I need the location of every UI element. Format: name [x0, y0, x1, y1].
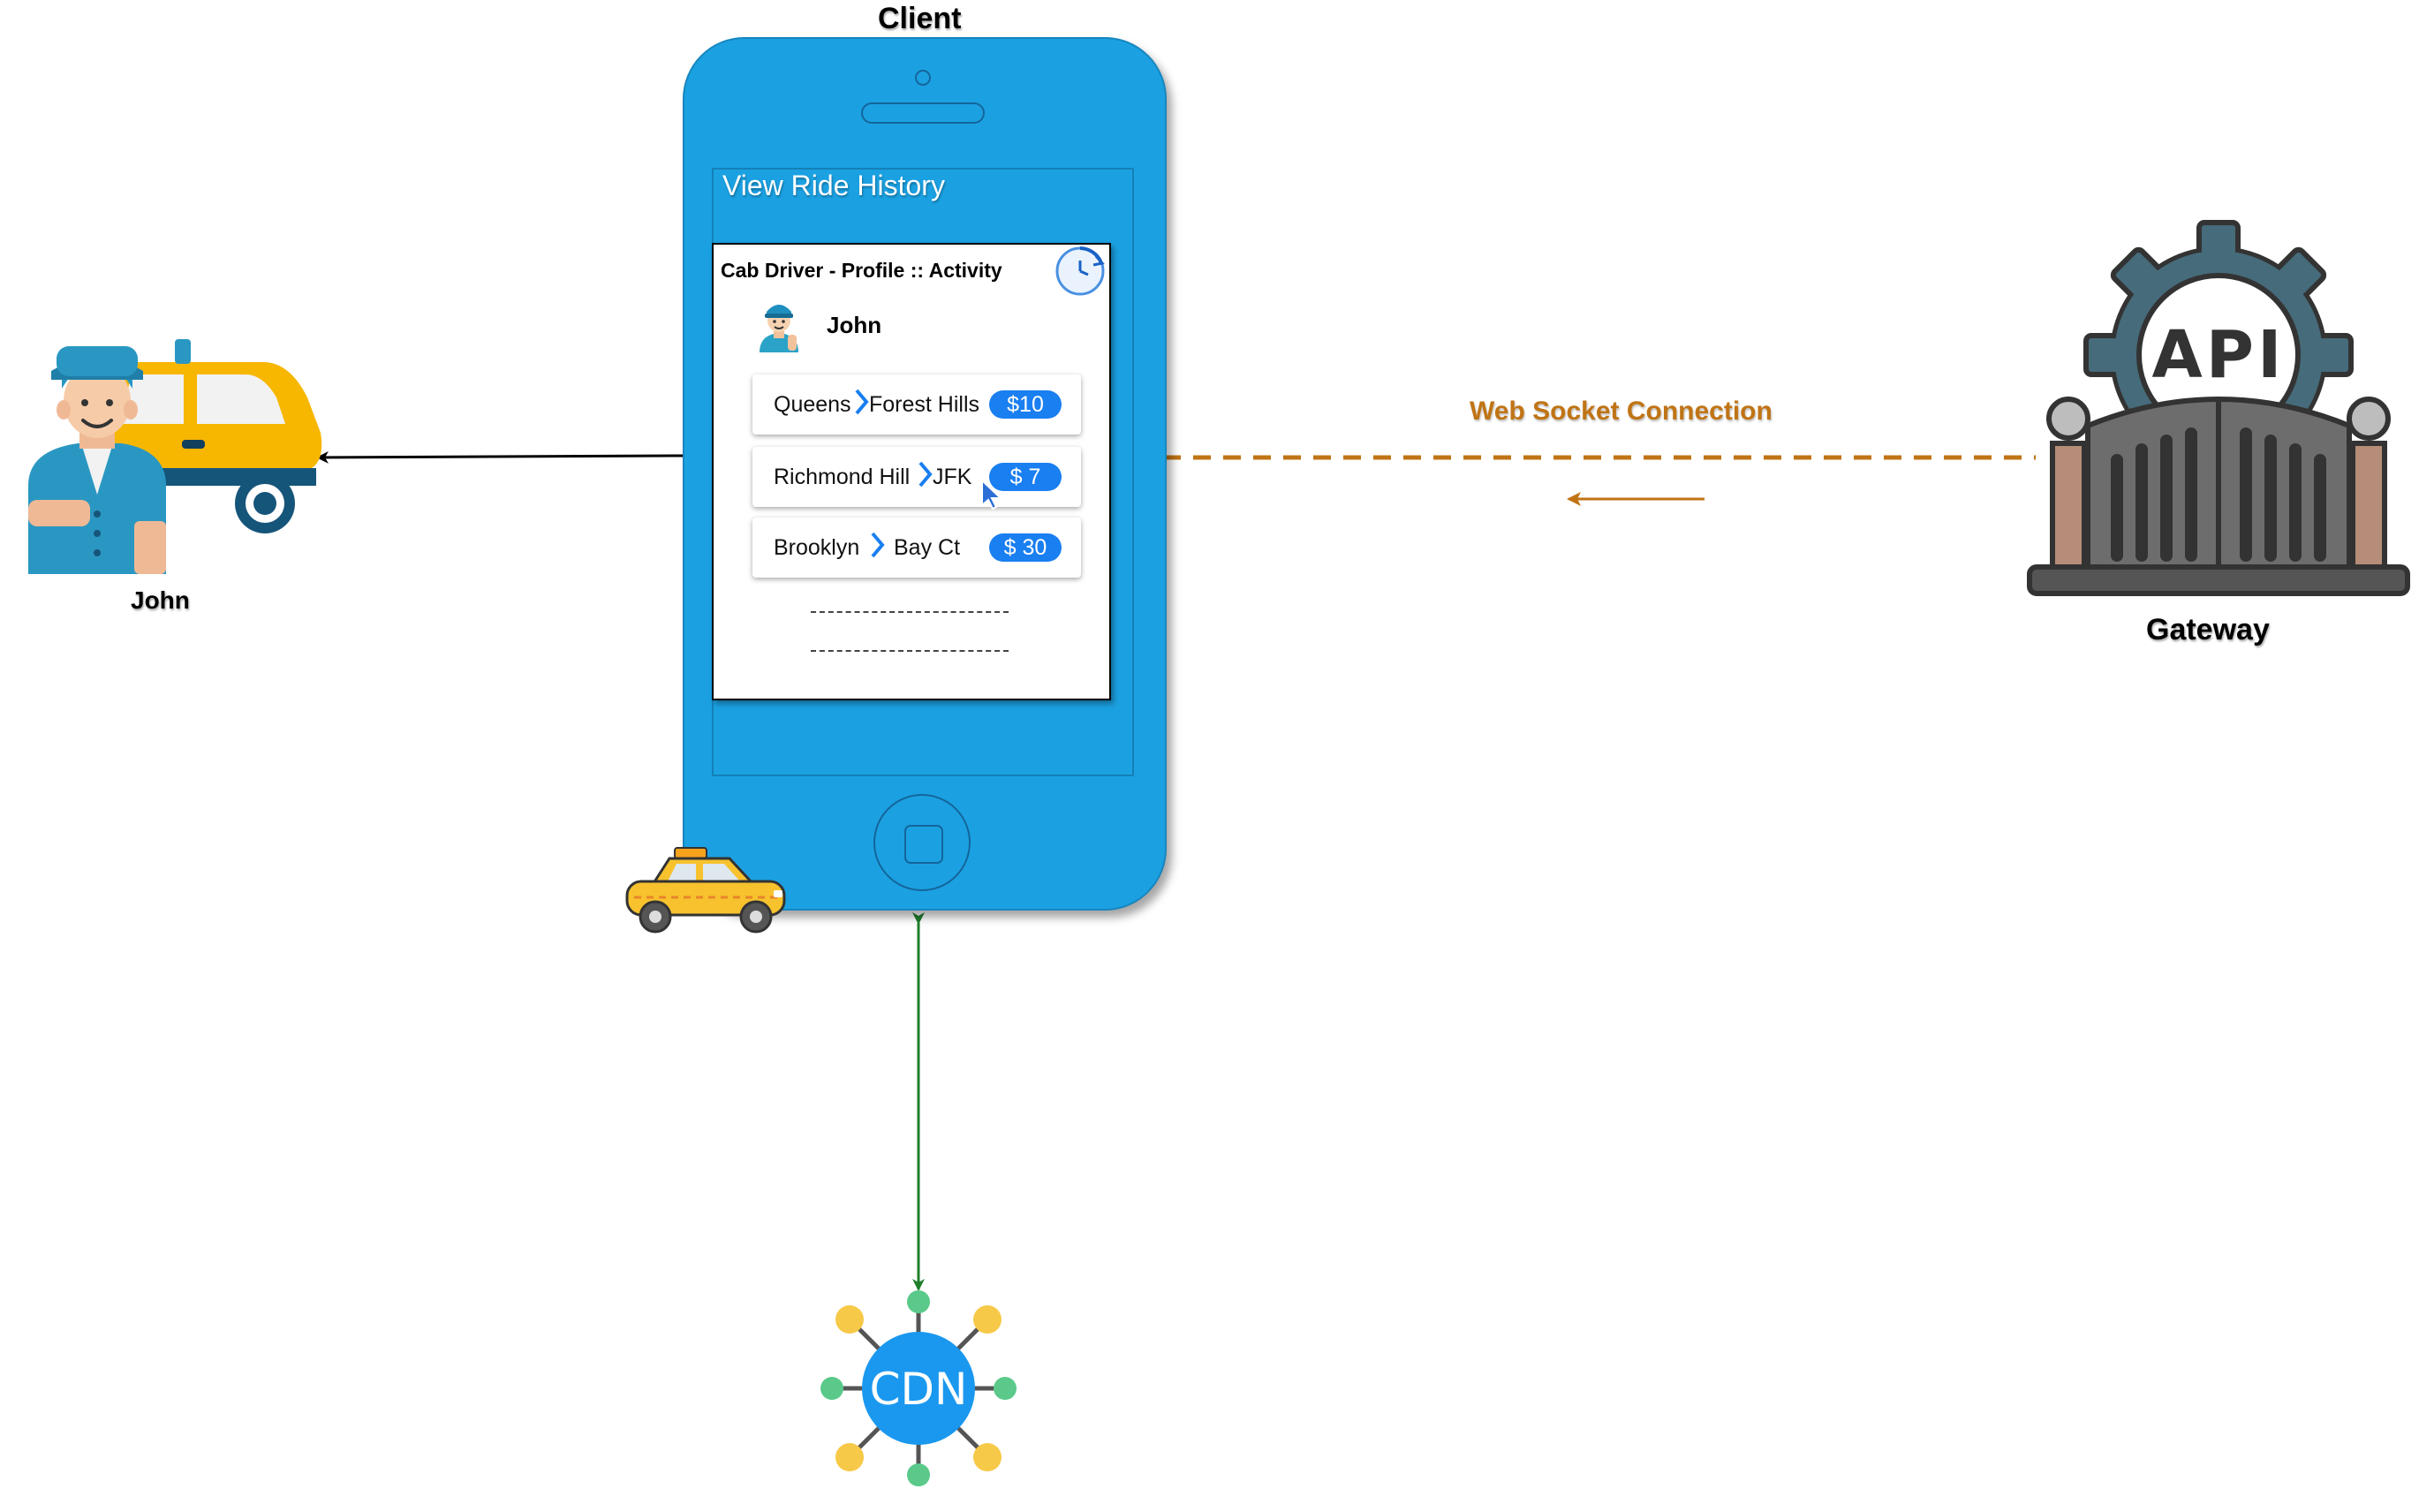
- ride-from: Queens: [774, 392, 851, 417]
- fare-badge: $ 30: [989, 533, 1062, 562]
- driver-with-cab-icon: [28, 339, 322, 574]
- list-placeholder-line: [811, 650, 1009, 652]
- mouse-cursor-icon: [981, 478, 1003, 510]
- home-button[interactable]: [873, 794, 971, 891]
- ride-item-queens[interactable]: Queens Forest Hills $10: [752, 374, 1081, 435]
- client-label: Client: [878, 2, 962, 35]
- ride-from: Richmond Hill: [774, 465, 911, 489]
- ride-item-richmond-hill[interactable]: Richmond Hill JFK $ 7: [752, 447, 1081, 507]
- driver-avatar-icon: [760, 305, 798, 352]
- ride-to: Bay Ct: [894, 535, 961, 560]
- ride-from: Brooklyn: [774, 535, 860, 560]
- panel-title: Cab Driver - Profile :: Activity: [721, 259, 1002, 282]
- ride-to: Forest Hills: [869, 392, 980, 417]
- client-to-driver-arrow: [316, 450, 684, 464]
- screen-header: View Ride History: [722, 170, 945, 201]
- gateway-label: Gateway: [2146, 613, 2270, 646]
- cdn-icon: CDN: [820, 1290, 1017, 1486]
- websocket-label: Web Socket Connection: [1470, 397, 1773, 426]
- ride-to: JFK: [933, 465, 972, 489]
- cdn-label: CDN: [870, 1364, 968, 1415]
- fare-badge: $10: [989, 390, 1062, 419]
- clock-refresh-icon[interactable]: [1054, 246, 1106, 297]
- phone-camera: [915, 70, 931, 86]
- list-placeholder-line: [811, 611, 1009, 613]
- home-button-square: [904, 825, 943, 864]
- ride-item-brooklyn[interactable]: Brooklyn Bay Ct $ 30: [752, 518, 1081, 578]
- chevron-right-icon: [918, 461, 933, 488]
- taxi-icon: [625, 847, 786, 934]
- api-badge-text: API: [2151, 317, 2285, 393]
- chevron-right-icon: [855, 389, 869, 415]
- profile-name: John: [827, 312, 882, 338]
- phone-speaker: [861, 102, 985, 124]
- fare-badge: $ 7: [989, 463, 1062, 491]
- chevron-right-icon: [871, 532, 885, 558]
- api-gateway-icon: API: [2027, 220, 2410, 596]
- driver-label: John: [131, 586, 190, 614]
